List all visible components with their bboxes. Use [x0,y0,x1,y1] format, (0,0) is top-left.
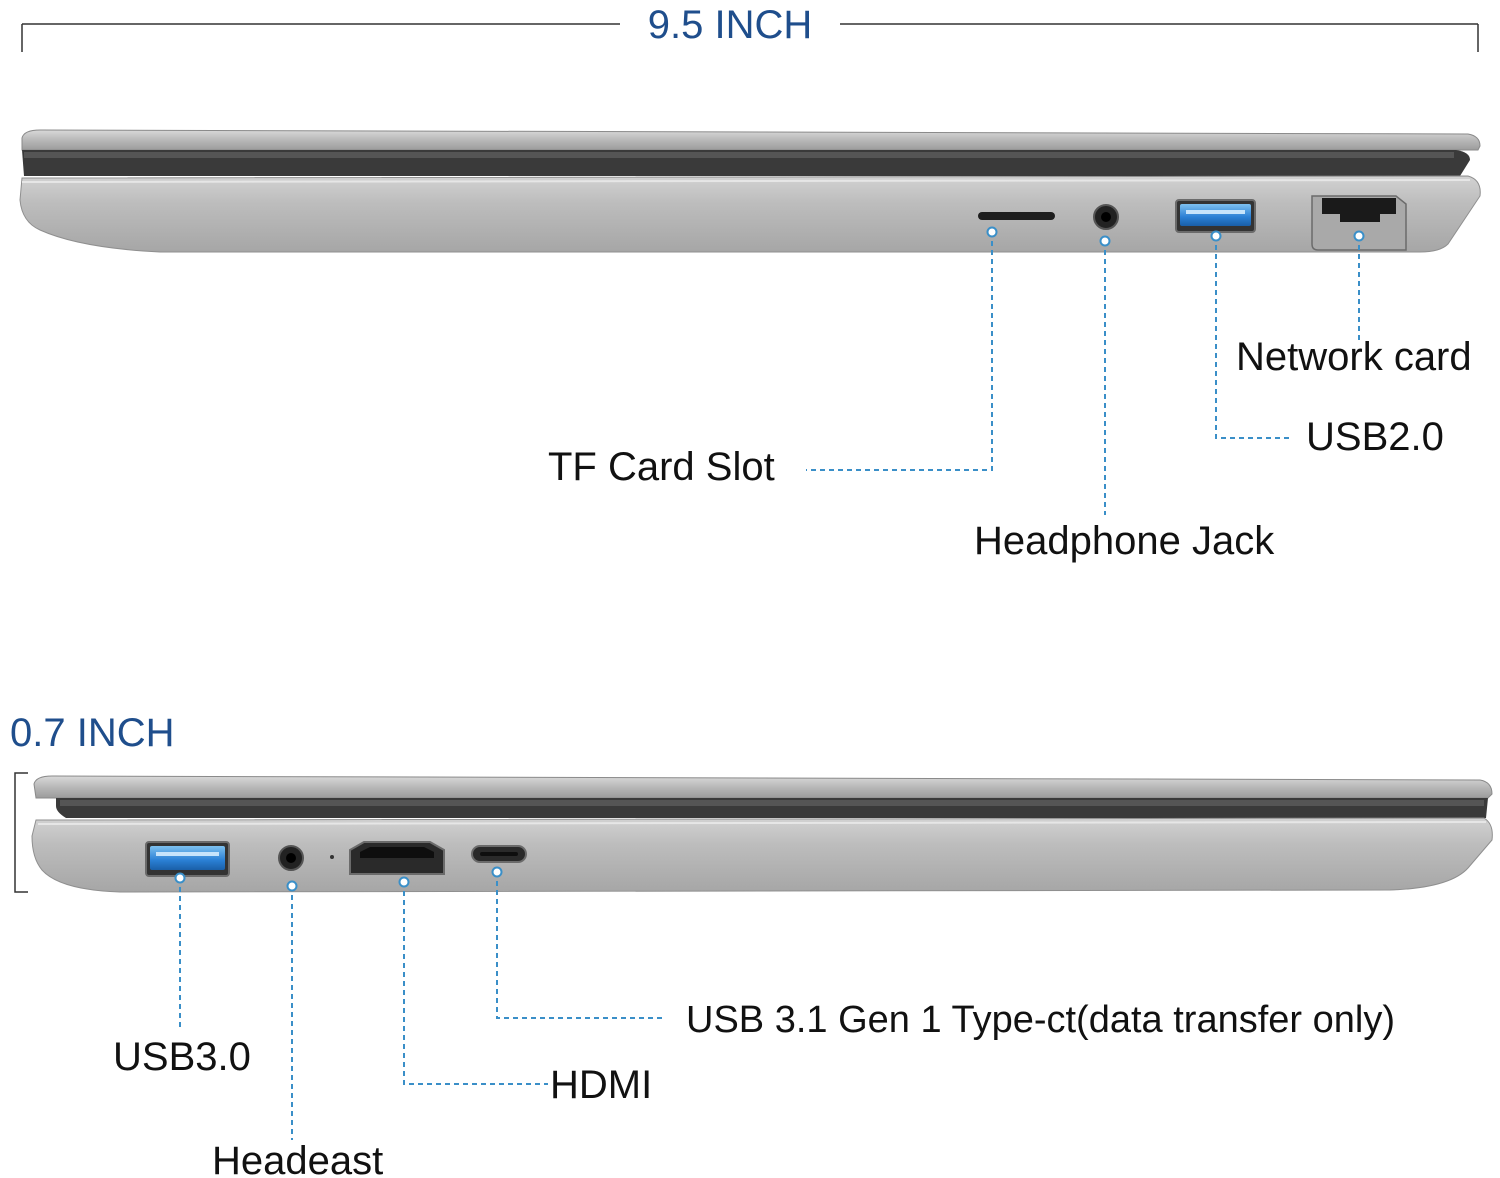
tf-card-slot-label: TF Card Slot [548,445,775,489]
usb2-label: USB2.0 [1306,415,1444,459]
hdmi-label: HDMI [550,1063,652,1107]
network-card-label: Network card [1236,335,1472,379]
usb-c-label: USB 3.1 Gen 1 Type-ct(data transfer only… [686,999,1395,1041]
usb3-label: USB3.0 [113,1035,251,1079]
usb3-port [145,841,230,877]
thickness-label: 0.7 INCH [10,711,175,755]
headphone-jack-port [1093,204,1119,230]
top-leader-lines [806,232,1360,515]
tf-card-slot-port [978,212,1055,220]
laptop-right-side [19,129,1481,253]
thickness-dimension: 0.7 INCH [10,711,175,893]
width-dimension: 9.5 INCH [21,3,1479,52]
bottom-leader-dots [174,866,503,892]
headphone-jack-label: Headphone Jack [974,519,1275,563]
usb2-port [1175,199,1256,233]
usb-c-port [471,845,527,863]
headset-jack-port [278,845,334,871]
headset-label: Headeast [212,1139,383,1178]
laptop-left-side [31,775,1493,893]
width-label: 9.5 INCH [648,3,813,47]
network-card-port [1311,195,1407,251]
hdmi-port [349,841,445,875]
top-leader-dots [986,226,1365,247]
bottom-leader-lines [179,872,662,1140]
